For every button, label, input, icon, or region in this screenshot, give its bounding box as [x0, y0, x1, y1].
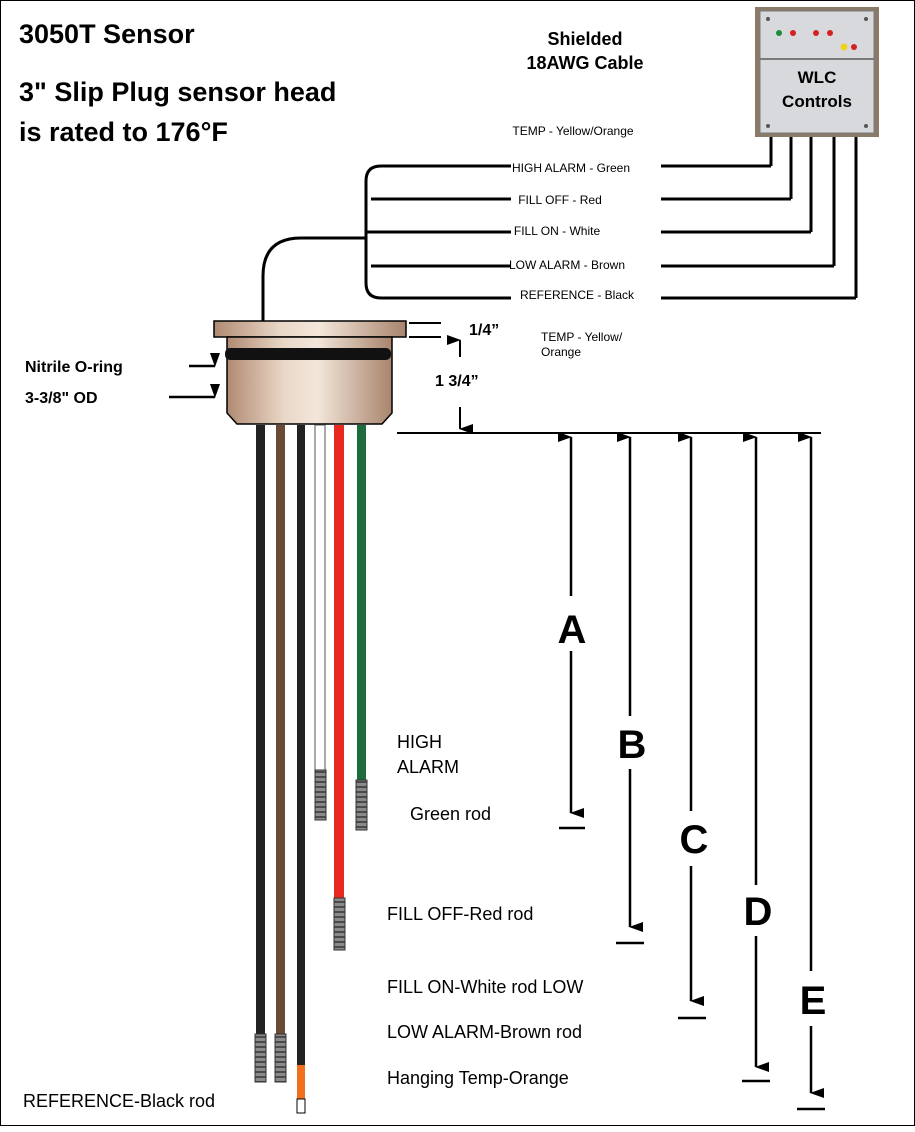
- high-alarm-green-rod: [357, 425, 366, 780]
- body-dimension: 1 3/4”: [435, 373, 479, 390]
- reference-black-rod: [256, 425, 265, 1035]
- controller-line2: Controls: [782, 92, 852, 111]
- yellow-led-icon: [840, 43, 848, 51]
- rod-length-dimensions: [558, 432, 825, 1111]
- fill-off-red-rod: [334, 425, 344, 898]
- hanging-temp-label: Hanging Temp-Orange: [387, 1068, 569, 1088]
- sensor-head: [213, 320, 407, 425]
- hanging-temp-orange-probe: [297, 1065, 305, 1099]
- temp-note-line2: Orange: [541, 345, 581, 359]
- head-flange: [213, 320, 407, 338]
- flange-dimension: 1/4”: [469, 322, 499, 339]
- high-alarm-label-line2: ALARM: [397, 757, 459, 777]
- low-alarm-label: LOW ALARM-Brown rod: [387, 1022, 582, 1042]
- green-rod-label: Green rod: [410, 804, 491, 824]
- title: 3050T Sensor: [19, 19, 195, 49]
- red-led-icon: [790, 30, 796, 36]
- oring: [225, 348, 391, 360]
- subtitle-line2: is rated to 176°F: [19, 117, 228, 147]
- rod-thread: [333, 897, 346, 951]
- dimension-e: E: [800, 979, 827, 1023]
- reference-label: REFERENCE-Black rod: [23, 1091, 215, 1111]
- wire-harness: [261, 137, 858, 323]
- low-alarm-brown-rod: [276, 425, 285, 1035]
- sensor-rods: [254, 424, 368, 1114]
- wire-label-fill-on: FILL ON - White: [514, 224, 601, 238]
- fill-off-label: FILL OFF-Red rod: [387, 904, 533, 924]
- subtitle-line1: 3" Slip Plug sensor head: [19, 77, 336, 107]
- rod-thread: [314, 769, 327, 821]
- fill-on-label: FILL ON-White rod LOW: [387, 977, 583, 997]
- wire-label-reference: REFERENCE - Black: [520, 288, 635, 302]
- cable-line2: 18AWG Cable: [526, 53, 643, 73]
- controller-line1: WLC: [798, 68, 837, 87]
- wire-label-fill-off: FILL OFF - Red: [518, 193, 602, 207]
- rod-thread: [355, 779, 368, 831]
- wlc-controller-box: WLC Controls: [755, 7, 879, 137]
- cable-line1: Shielded: [547, 29, 622, 49]
- temp-note-line1: TEMP - Yellow/: [541, 330, 623, 344]
- temp-probe-tip: [296, 1098, 306, 1114]
- dimension-b: B: [618, 723, 647, 767]
- od-label: 3-3/8" OD: [25, 390, 98, 407]
- dimension-c: C: [680, 818, 709, 862]
- wire-label-low-alarm: LOW ALARM - Brown: [509, 258, 625, 272]
- dimension-d: D: [744, 890, 773, 934]
- red-led-icon: [827, 30, 833, 36]
- rod-thread: [274, 1033, 287, 1083]
- wire-label-high-alarm: HIGH ALARM - Green: [512, 161, 630, 175]
- green-led-icon: [776, 30, 782, 36]
- high-alarm-label-line1: HIGH: [397, 732, 442, 752]
- temp-probe-cable: [297, 425, 305, 1065]
- oring-label: Nitrile O-ring: [25, 359, 123, 376]
- wire-label-temp: TEMP - Yellow/Orange: [512, 124, 633, 138]
- rod-thread: [254, 1033, 267, 1083]
- red-led-icon: [851, 44, 857, 50]
- fill-on-white-rod: [314, 424, 326, 771]
- red-led-icon: [813, 30, 819, 36]
- dimension-a: A: [558, 608, 587, 652]
